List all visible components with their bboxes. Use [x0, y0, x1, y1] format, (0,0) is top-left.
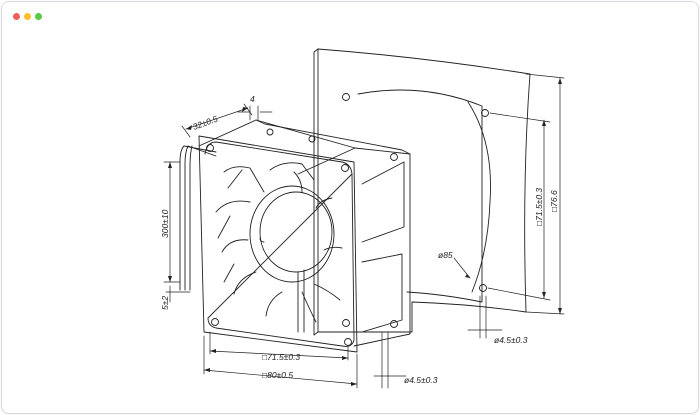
- fan-hub: [249, 185, 335, 333]
- bottom-hole-dia-label: ø4.5±0.3: [404, 375, 438, 385]
- lead-wires: [179, 145, 217, 291]
- flange-dimension-label: 4: [250, 94, 255, 104]
- lead-length-dimension-label: 300±10: [160, 209, 170, 238]
- fan-blades: [215, 162, 343, 323]
- dimension-arrowheads: [168, 78, 562, 386]
- minimize-window-button[interactable]: [24, 13, 31, 20]
- panel-hole-dia-label: ø4.5±0.3: [494, 335, 528, 345]
- panel-width-label: □76.6: [549, 190, 559, 212]
- title-bar: [2, 2, 698, 28]
- lead-strip-dimension-label: 5±2: [160, 296, 170, 310]
- bottom-hole-spacing-label: □71.5±0.3: [262, 352, 300, 362]
- dimension-lines: [163, 73, 565, 389]
- fan-frame-depth: [198, 119, 411, 347]
- close-window-button[interactable]: [13, 13, 20, 20]
- fan-frame-front: [198, 135, 358, 353]
- panel-cutout-label: ø85: [438, 250, 453, 260]
- frame-width-label: □80±0.5: [262, 370, 293, 380]
- panel-hole-spacing-label: □71.5±0.3: [534, 188, 544, 226]
- depth-dimension-label: 32±0.5: [191, 114, 219, 132]
- mounting-panel: [313, 48, 531, 336]
- maximize-window-button[interactable]: [35, 13, 42, 20]
